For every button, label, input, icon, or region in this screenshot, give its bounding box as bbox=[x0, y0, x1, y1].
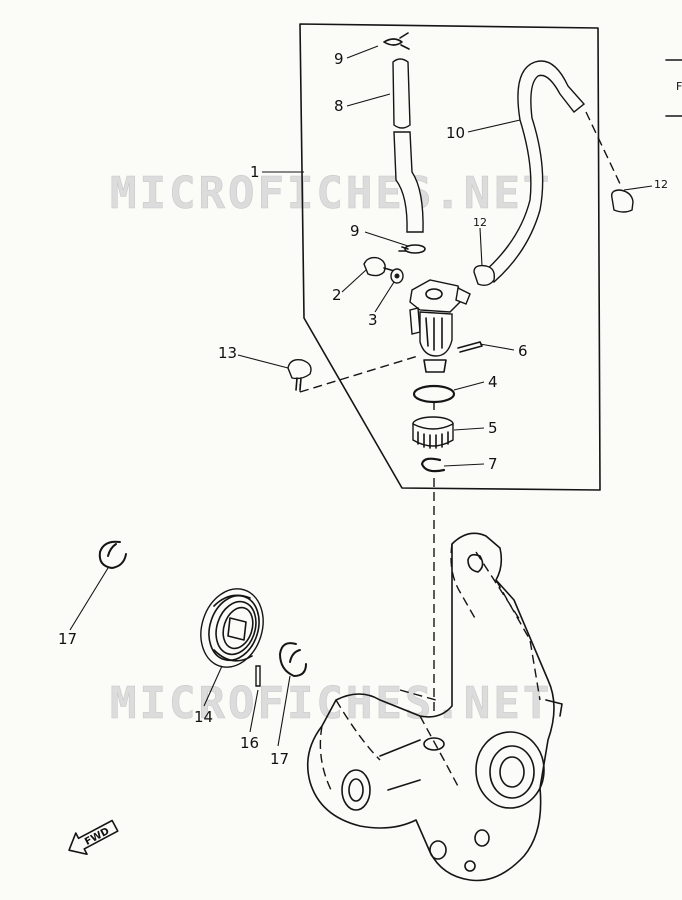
key-pin bbox=[255, 665, 261, 687]
pulley bbox=[200, 588, 264, 668]
callout-5: 5 bbox=[488, 419, 498, 437]
vent-hose bbox=[482, 60, 586, 283]
callout-17-right: 17 bbox=[270, 750, 289, 768]
washer bbox=[390, 268, 404, 284]
watermark-bottom: MICROFICHES.NET bbox=[110, 678, 552, 729]
callout-7: 7 bbox=[488, 455, 498, 473]
screw-13-leader bbox=[299, 355, 419, 393]
assembly-frame bbox=[299, 23, 601, 491]
forward-arrow-icon: FWD bbox=[68, 819, 119, 856]
callout-1: 1 bbox=[250, 163, 260, 181]
leader-lines bbox=[69, 45, 653, 747]
callout-4: 4 bbox=[488, 373, 498, 391]
watermark-top: MICROFICHES.NET bbox=[110, 168, 552, 219]
o-ring bbox=[412, 384, 456, 404]
circlip-lower bbox=[279, 642, 307, 677]
mounting-screw bbox=[287, 358, 312, 391]
callout-10: 10 bbox=[446, 124, 465, 142]
callout-17-left: 17 bbox=[58, 630, 77, 648]
hose-clip-top bbox=[383, 32, 410, 50]
pin bbox=[457, 341, 483, 353]
hose-cap-inner bbox=[473, 264, 496, 287]
fuel-hose bbox=[392, 58, 424, 233]
hose-clip-lower bbox=[398, 244, 426, 254]
edge-fragment bbox=[665, 59, 682, 117]
svg-text:F: F bbox=[676, 80, 682, 93]
hose-cap-leader bbox=[585, 111, 623, 189]
drive-gear bbox=[412, 416, 454, 449]
callout-9-top: 9 bbox=[334, 50, 344, 68]
callout-3: 3 bbox=[368, 311, 378, 329]
callout-16: 16 bbox=[240, 734, 259, 752]
hose-cap-right bbox=[610, 189, 634, 213]
callout-13: 13 bbox=[218, 344, 237, 362]
crankcase-cover bbox=[306, 532, 563, 882]
circlip-small bbox=[420, 457, 446, 473]
callout-14: 14 bbox=[194, 708, 213, 726]
callout-9-lower: 9 bbox=[350, 222, 360, 240]
circlip-upper bbox=[98, 540, 127, 569]
callout-12-right: 12 bbox=[654, 178, 668, 191]
callout-2: 2 bbox=[332, 286, 342, 304]
callout-6: 6 bbox=[518, 342, 528, 360]
callout-12-inner: 12 bbox=[473, 216, 487, 229]
callout-8: 8 bbox=[334, 97, 344, 115]
oil-pump-body bbox=[409, 279, 471, 373]
